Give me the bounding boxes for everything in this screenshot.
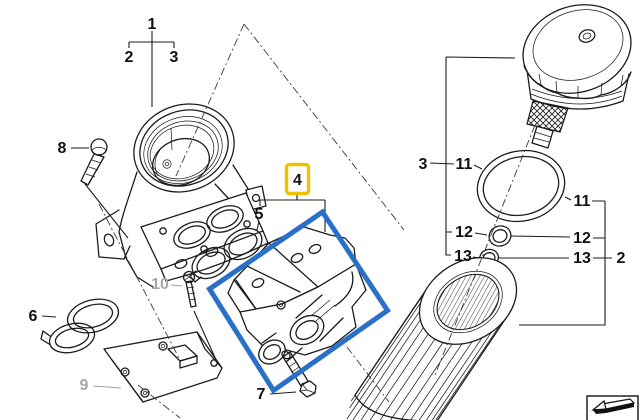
callout-labels: 1 2 3 5 6 7 8 9 10 3 11 11 12 12 13 13 2 bbox=[29, 16, 626, 403]
highlighted-callout-4[interactable]: 4 bbox=[284, 162, 311, 196]
callout-8[interactable]: 8 bbox=[58, 140, 67, 157]
callout-7[interactable]: 7 bbox=[257, 386, 266, 403]
gasket-5-drawing[interactable] bbox=[187, 222, 267, 285]
filter-cap-drawing[interactable] bbox=[511, 0, 640, 149]
bracket-9-drawing[interactable] bbox=[103, 331, 223, 403]
housing-bolt-drawing[interactable] bbox=[80, 138, 108, 186]
callout-6[interactable]: 6 bbox=[29, 308, 38, 325]
callout-leader-lines bbox=[41, 31, 612, 395]
callout-10-muted[interactable]: 10 bbox=[151, 276, 169, 293]
callout-12-right[interactable]: 12 bbox=[573, 230, 591, 247]
oil-filter-housing-drawing[interactable] bbox=[95, 90, 269, 288]
callout-11-left[interactable]: 11 bbox=[456, 156, 473, 173]
callout-11-right[interactable]: 11 bbox=[574, 193, 591, 210]
gasket-6-drawing[interactable] bbox=[40, 294, 122, 358]
callout-13-left[interactable]: 13 bbox=[454, 248, 472, 265]
callout-3[interactable]: 3 bbox=[170, 49, 179, 66]
callout-1[interactable]: 1 bbox=[148, 16, 157, 33]
o-ring-11-drawing[interactable] bbox=[471, 143, 572, 230]
callout-5[interactable]: 5 bbox=[255, 206, 264, 223]
selection-highlight-box[interactable] bbox=[206, 208, 391, 395]
direction-arrow-icon bbox=[586, 395, 639, 420]
filter-element-drawing[interactable] bbox=[346, 240, 533, 420]
callout-2[interactable]: 2 bbox=[125, 49, 134, 66]
callout-4[interactable]: 4 bbox=[293, 172, 302, 189]
callout-13-right[interactable]: 13 bbox=[573, 250, 591, 267]
callout-9-muted[interactable]: 9 bbox=[80, 377, 89, 394]
callout-2-right[interactable]: 2 bbox=[617, 250, 626, 267]
screw-10-drawing[interactable] bbox=[182, 270, 197, 308]
axis-centerlines bbox=[98, 23, 536, 419]
callout-3-right[interactable]: 3 bbox=[419, 156, 428, 173]
callout-12-left[interactable]: 12 bbox=[455, 224, 473, 241]
o-ring-12-drawing[interactable] bbox=[486, 223, 514, 249]
